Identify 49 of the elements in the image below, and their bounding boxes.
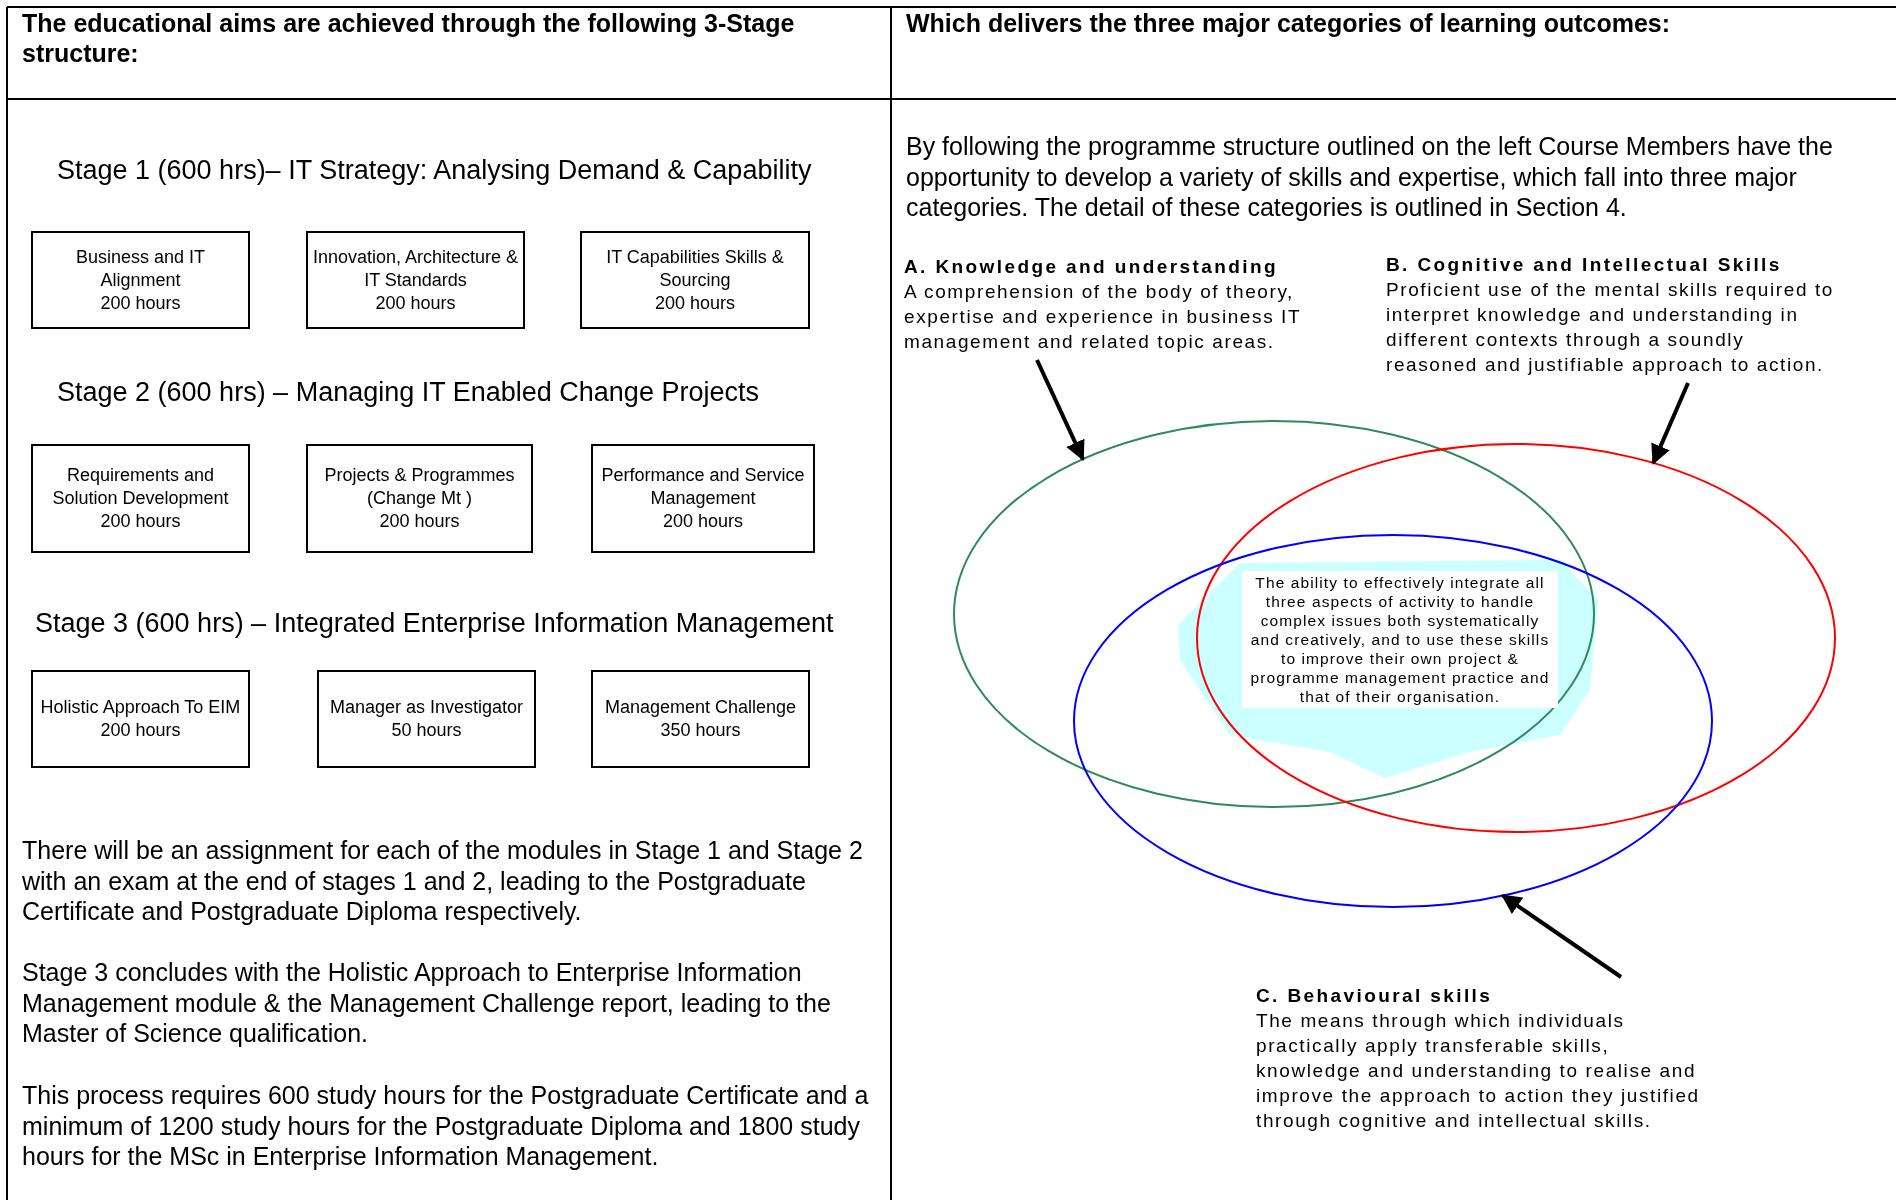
header-text: The educational aims are achieved through the following 3-Stage structure: [22, 8, 796, 68]
module-name: Business and IT Alignment [74, 245, 207, 292]
header-text: Which delivers the three major categories of learning outcomes: [906, 8, 1672, 38]
venn-ellipse [1196, 443, 1836, 833]
module-name: IT Capabilities Skills & Sourcing [605, 245, 785, 292]
note-paragraph: Stage 3 concludes with the Holistic Approach to Enterprise Information Management module & the Management Challenge report, leading to the Master of Science qualification. [22, 957, 832, 1049]
intro-paragraph: By following the programme structure outlined on the left Course Members have the opportunity to develop a variety of skills and expertise, which fall into three major categories. The detail of these categories is outlined in Section 4. [906, 131, 1834, 223]
outcome-heading: A. Knowledge and understanding [904, 255, 1279, 279]
venn-ellipse [1073, 534, 1713, 908]
module-name: Manager as Investigator [329, 696, 524, 719]
module-hours: 200 hours [375, 291, 456, 315]
module-box [591, 670, 810, 768]
module-box [31, 444, 250, 553]
outcome-description: The means through which individuals practically apply transferable skills, knowledge and understanding to realise and improve the approach to action they justified through cognitive and intellectual skills. [1256, 1009, 1701, 1133]
module-hours: 50 hours [391, 719, 462, 742]
arrow [1035, 359, 1085, 461]
module-box [580, 231, 810, 329]
module-name: Innovation, Architecture & IT Standards [312, 245, 519, 292]
module-hours: 200 hours [654, 291, 736, 315]
module-name: Performance and Service Management [600, 464, 806, 510]
module-name: Holistic Approach To EIM [40, 696, 241, 719]
module-hours: 350 hours [660, 719, 741, 742]
outcome-heading: B. Cognitive and Intellectual Skills [1386, 253, 1783, 277]
outcome-description: Proficient use of the mental skills required to interpret knowledge and understanding in different contexts through a soundly reasoned and justifiable approach to action. [1386, 278, 1835, 377]
stage-heading: Stage 1 (600 hrs)– IT Strategy: Analysing Demand & Capability [57, 155, 812, 186]
integration-text: The ability to effectively integrate all three aspects of activity to handle complex issues both systematically and creatively, and to use these skills to improve their own project & programme management practice and that of their organisation. [1242, 571, 1558, 708]
module-box [306, 444, 533, 553]
module-hours: 200 hours [100, 719, 181, 742]
note-paragraph: There will be an assignment for each of the modules in Stage 1 and Stage 2 with an exam at the end of stages 1 and 2, leading to the Postgraduate Certificate and Postgraduate Diploma respectively. [22, 835, 864, 927]
module-box [591, 444, 815, 553]
outcome-heading: C. Behavioural skills [1256, 984, 1494, 1008]
module-name: Requirements and Solution Development [51, 464, 230, 510]
module-box [306, 231, 525, 329]
module-hours: 200 hours [100, 510, 181, 533]
module-box [317, 670, 536, 768]
outcome-description: A comprehension of the body of theory, expertise and experience in business IT management and related topic areas. [904, 280, 1302, 354]
module-box [31, 231, 250, 329]
stage-heading: Stage 3 (600 hrs) – Integrated Enterprise Information Management [35, 608, 834, 639]
module-hours: 200 hours [662, 510, 744, 533]
arrow [1651, 382, 1690, 465]
module-hours: 200 hours [100, 291, 181, 315]
venn-ellipse [953, 420, 1595, 808]
arrow [1501, 894, 1623, 979]
module-name: Management Challenge [604, 696, 797, 719]
module-box [31, 670, 250, 768]
stage-heading: Stage 2 (600 hrs) – Managing IT Enabled Change Projects [57, 377, 759, 408]
module-hours: 200 hours [379, 510, 460, 533]
note-paragraph: This process requires 600 study hours for the Postgraduate Certificate and a minimum of 1200 study hours for the Postgraduate Diploma and 1800 study hours for the MSc in Enterprise Information Management. [22, 1080, 870, 1172]
module-name: Projects & Programmes (Change Mt ) [323, 464, 516, 510]
